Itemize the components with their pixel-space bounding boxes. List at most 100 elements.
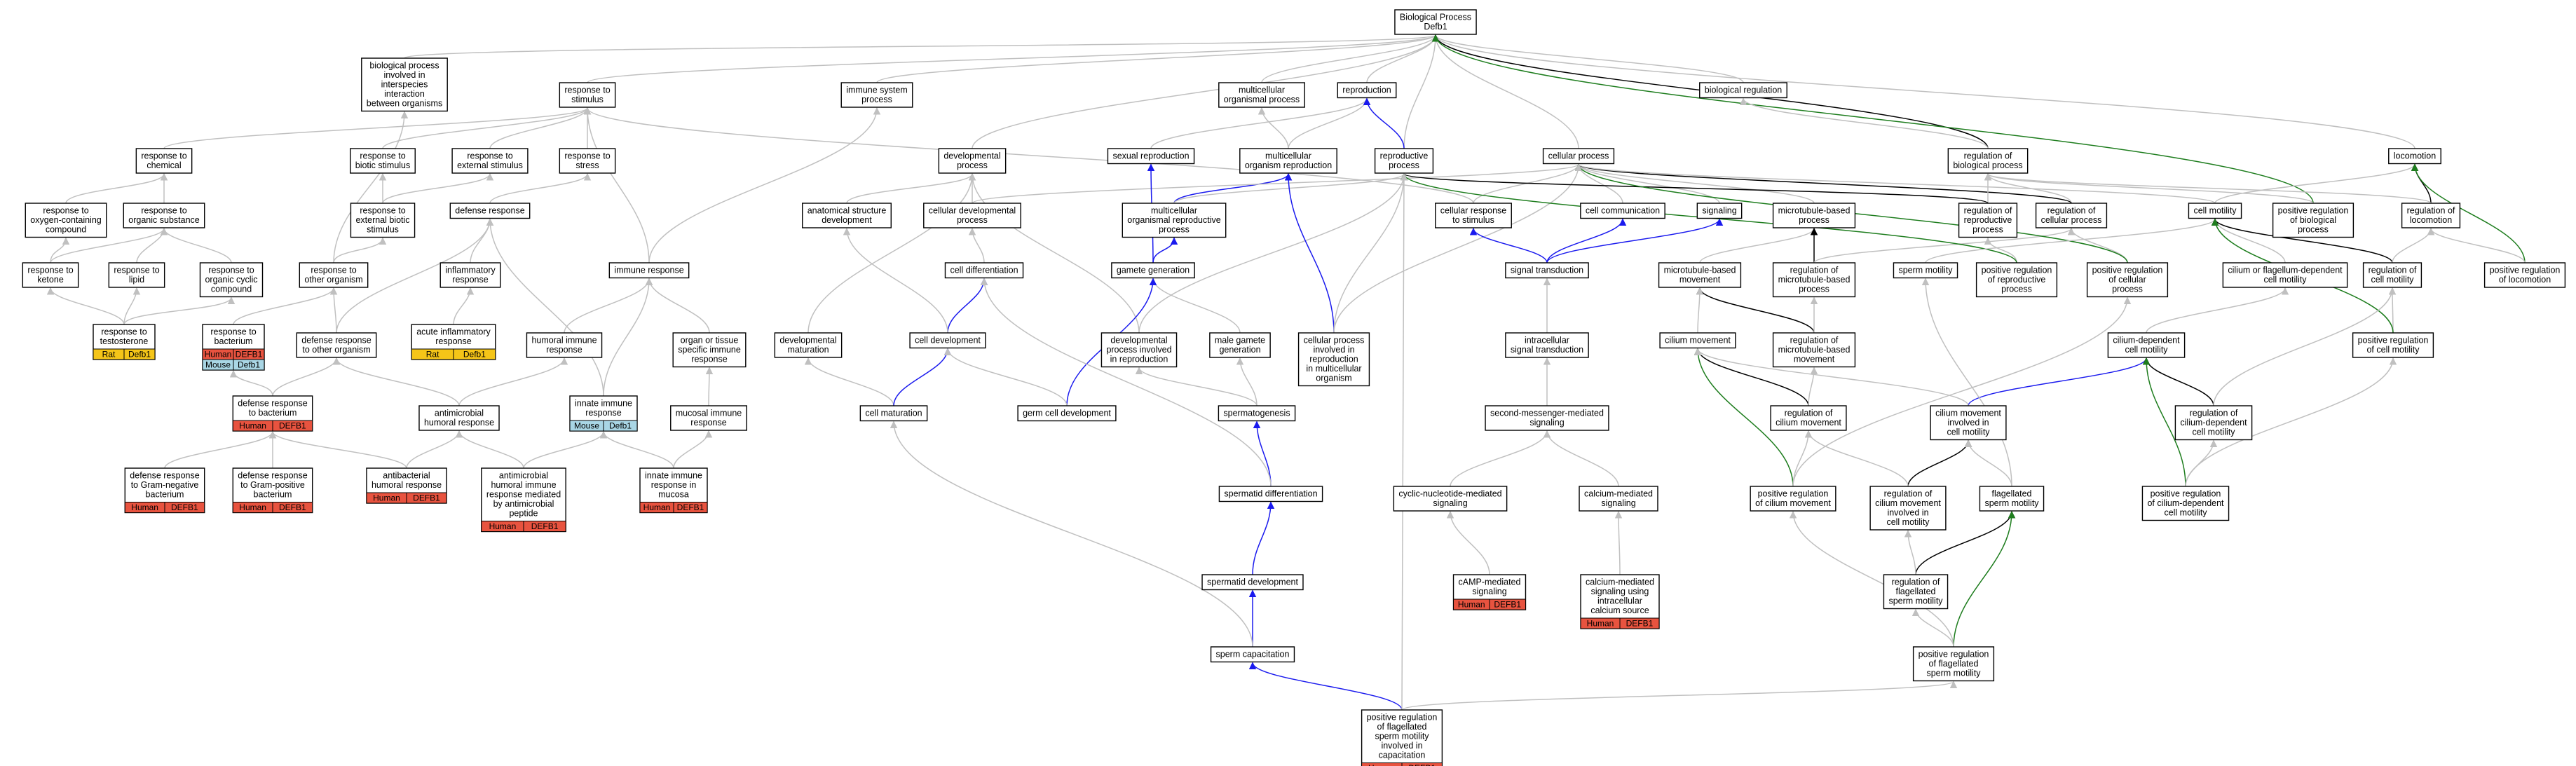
go-node-locom[interactable]: locomotion xyxy=(2388,148,2441,165)
node-label-line: maturation xyxy=(787,345,829,355)
go-node-bioreg[interactable]: biological regulation xyxy=(1699,82,1787,99)
go-node-spermmot[interactable]: sperm motility xyxy=(1893,262,1958,279)
go-node-spermcap[interactable]: sperm capacitation xyxy=(1210,646,1295,663)
go-node-spermdev[interactable]: spermatid development xyxy=(1201,574,1304,591)
go-node-cellcomm[interactable]: cell communication xyxy=(1580,203,1665,219)
go-node-signaling[interactable]: signaling xyxy=(1696,203,1743,219)
go-node-celldev[interactable]: cell development xyxy=(909,332,986,349)
go-node-spermdiff[interactable]: spermatid differentiation xyxy=(1218,486,1323,502)
go-node-immresp[interactable]: immune response xyxy=(608,262,690,279)
go-node-gamgen[interactable]: gamete generation xyxy=(1111,262,1195,279)
node-label-line: process xyxy=(861,95,892,104)
node-label-line: cilium movement xyxy=(1776,418,1841,428)
go-node-germdev[interactable]: germ cell development xyxy=(1017,405,1117,422)
go-node-ciliummove[interactable]: cilium movement xyxy=(1659,332,1736,349)
go-node-spermgen[interactable]: spermatogenesis xyxy=(1218,405,1296,422)
go-node-defresp[interactable]: defense response xyxy=(449,203,531,219)
go-node-sigtrans[interactable]: signal transduction xyxy=(1505,262,1589,279)
go-node-repro[interactable]: reproduction xyxy=(1337,82,1397,99)
go-node-cellmot[interactable]: cell motility xyxy=(2188,203,2242,219)
go-node-celldiff[interactable]: cell differentiation xyxy=(944,262,1024,279)
go-node-cellproc[interactable]: cellular process xyxy=(1542,148,1615,165)
go-node-cellmat[interactable]: cell maturation xyxy=(859,405,928,422)
go-node-sexrep[interactable]: sexual reproduction xyxy=(1107,148,1195,165)
